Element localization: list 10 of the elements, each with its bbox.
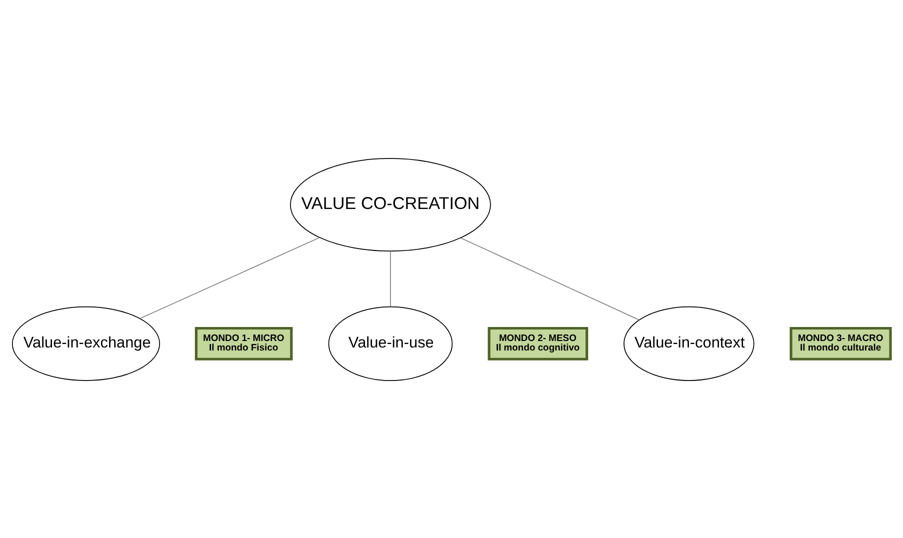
node-box: MONDO 1- MICRO Il mondo Fisico	[194, 326, 293, 360]
node-ellipse: VALUE CO-CREATION	[290, 158, 491, 251]
connector	[140, 236, 320, 318]
node-ellipse: Value-in-use	[328, 306, 453, 380]
node-ellipse: Value-in-exchange	[12, 306, 160, 380]
node-box: MONDO 3- MACRO Il mondo culturale	[790, 326, 892, 360]
connector	[460, 237, 640, 320]
node-ellipse: Value-in-context	[624, 306, 754, 380]
node-box: MONDO 2- MESO Il mondo cognitivo	[488, 326, 588, 360]
connector	[390, 250, 391, 307]
